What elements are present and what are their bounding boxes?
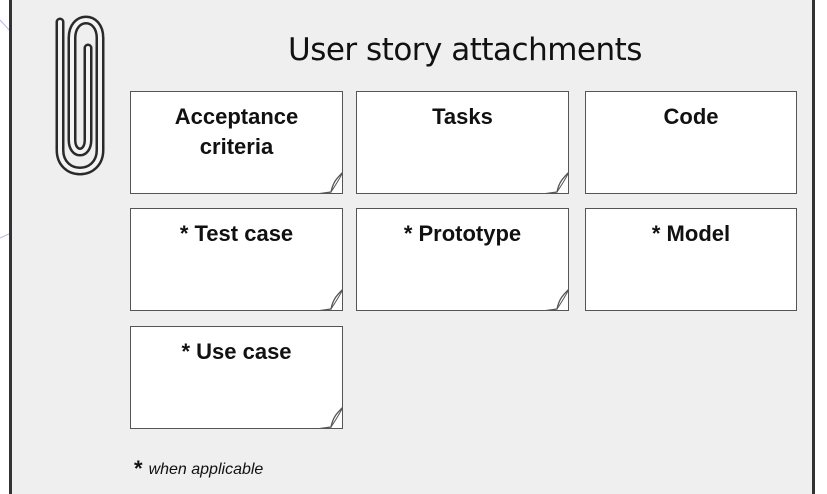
card-model: * Model [585,208,797,311]
card-label: Tasks [432,104,493,129]
page-curl-icon [318,172,342,193]
card-label: Code [663,104,719,129]
page-curl-icon [544,172,568,193]
panel-title: User story attachments [288,32,642,68]
page-curl-icon [318,289,342,310]
footnote: * when applicable [134,456,263,482]
card-label: * Test case [179,221,294,246]
card-label: * Model [651,221,731,246]
card-use-case: * Use case [130,326,343,429]
card-label: * Prototype [403,221,522,246]
paperclip-icon [55,15,105,176]
card-label: Acceptance criteria [174,104,299,159]
card-tasks: Tasks [356,91,569,194]
card-label: * Use case [181,339,292,364]
card-acceptance-criteria: Acceptance criteria [130,91,343,194]
footnote-asterisk: * [134,456,143,481]
card-test-case: * Test case [130,208,343,311]
footnote-text: when applicable [148,461,264,478]
page-curl-icon [544,289,568,310]
card-code: Code [585,91,797,194]
page-curl-icon [318,407,342,428]
card-prototype: * Prototype [356,208,569,311]
